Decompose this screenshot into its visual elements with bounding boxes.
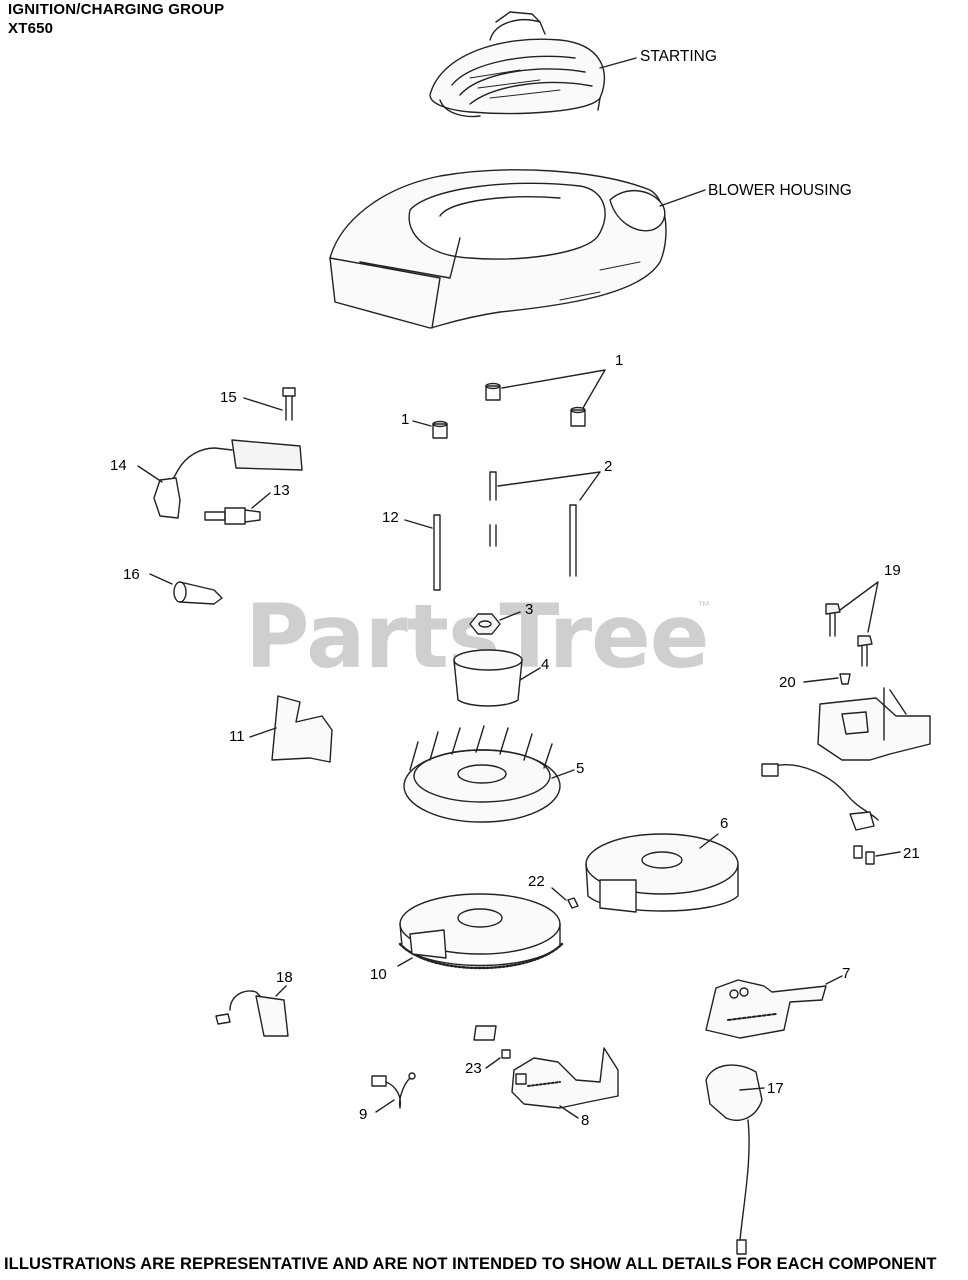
part-2-studs (489, 471, 577, 577)
callout-2[interactable]: 2 (604, 458, 613, 475)
part-17-coil (705, 1064, 763, 1255)
part-8-regulator (511, 1047, 619, 1109)
callout-15[interactable]: 15 (220, 389, 237, 406)
callout-5[interactable]: 5 (576, 760, 585, 777)
callout-21[interactable]: 21 (903, 845, 920, 862)
callout-6[interactable]: 6 (720, 815, 729, 832)
leader-21 (875, 851, 901, 857)
leader-12 (404, 519, 433, 529)
leader-13 (251, 492, 271, 509)
callout-20[interactable]: 20 (779, 674, 796, 691)
part-20-screw (839, 673, 851, 685)
part-19-screws (825, 603, 873, 667)
part-23-clip (473, 1025, 511, 1059)
callout-13[interactable]: 13 (273, 482, 290, 499)
callout-1[interactable]: 1 (401, 411, 410, 428)
callout-12[interactable]: 12 (382, 509, 399, 526)
leader-16 (149, 573, 173, 585)
part-16-grommet (173, 581, 223, 605)
callout-22[interactable]: 22 (528, 873, 545, 890)
callout-7[interactable]: 7 (842, 965, 851, 982)
leader-15 (243, 397, 283, 411)
callout-23[interactable]: 23 (465, 1060, 482, 1077)
part-11-bracket (271, 695, 333, 763)
leader-17 (739, 1087, 765, 1091)
callout-17[interactable]: 17 (767, 1080, 784, 1097)
callout-3[interactable]: 3 (525, 601, 534, 618)
part-18-harness (215, 990, 289, 1037)
leader-11 (249, 727, 277, 738)
part-6-flywheel (585, 833, 739, 913)
leader-23 (485, 1057, 501, 1069)
leader-starting (599, 57, 637, 69)
callout-19[interactable]: 19 (884, 562, 901, 579)
leader-blower-housing (659, 189, 706, 207)
callout-9[interactable]: 9 (359, 1106, 368, 1123)
leader-7 (825, 975, 843, 985)
leader-2 (497, 471, 601, 501)
part-starting (429, 11, 605, 118)
leader-4 (519, 667, 541, 681)
part-14-ignition-module (153, 439, 303, 519)
part-13-spark-plug (204, 507, 261, 525)
leader-9 (375, 1099, 395, 1113)
part-21-screws (853, 845, 875, 865)
callout-11[interactable]: 11 (229, 728, 245, 745)
part-3-nut (469, 613, 501, 635)
leader-19 (839, 581, 879, 633)
part-15-screw (282, 387, 296, 421)
callout-8[interactable]: 8 (581, 1112, 590, 1129)
leader-14 (137, 465, 163, 483)
leader-3 (499, 611, 521, 621)
trademark-mark: ™ (697, 598, 710, 613)
part-5-fan (403, 725, 561, 823)
diagram-title: IGNITION/CHARGING GROUP (8, 1, 225, 18)
model-number: XT650 (8, 20, 54, 37)
callout-16[interactable]: 16 (123, 566, 140, 583)
leader-22 (551, 887, 567, 901)
callout-14[interactable]: 14 (110, 457, 127, 474)
leader-10 (397, 957, 413, 967)
part-regulator-assembly (761, 687, 931, 831)
callout-18[interactable]: 18 (276, 969, 293, 986)
label-blower-housing: BLOWER HOUSING (708, 182, 852, 199)
callout-1[interactable]: 1 (615, 352, 624, 369)
part-7-bracket (705, 979, 827, 1039)
part-blower-housing (329, 169, 667, 329)
leader-8 (559, 1105, 579, 1119)
leader-1b (412, 420, 432, 427)
part-10-flywheel-ring-gear (398, 893, 564, 970)
watermark: PartsTree (245, 585, 709, 688)
label-starting: STARTING (640, 48, 717, 65)
callout-10[interactable]: 10 (370, 966, 387, 983)
callout-4[interactable]: 4 (541, 656, 550, 673)
leader-6 (699, 833, 719, 849)
leader-5 (551, 769, 575, 779)
leader-1a (501, 369, 606, 409)
part-4-cup (453, 649, 523, 707)
part-22-screw (567, 897, 579, 909)
part-9-ground-lead (371, 1072, 416, 1109)
part-1-dowel-pins (432, 382, 586, 439)
leader-18 (275, 985, 287, 997)
part-12-stud (433, 514, 441, 591)
footer-disclaimer: ILLUSTRATIONS ARE REPRESENTATIVE AND ARE… (4, 1255, 937, 1273)
leader-20 (803, 677, 839, 683)
